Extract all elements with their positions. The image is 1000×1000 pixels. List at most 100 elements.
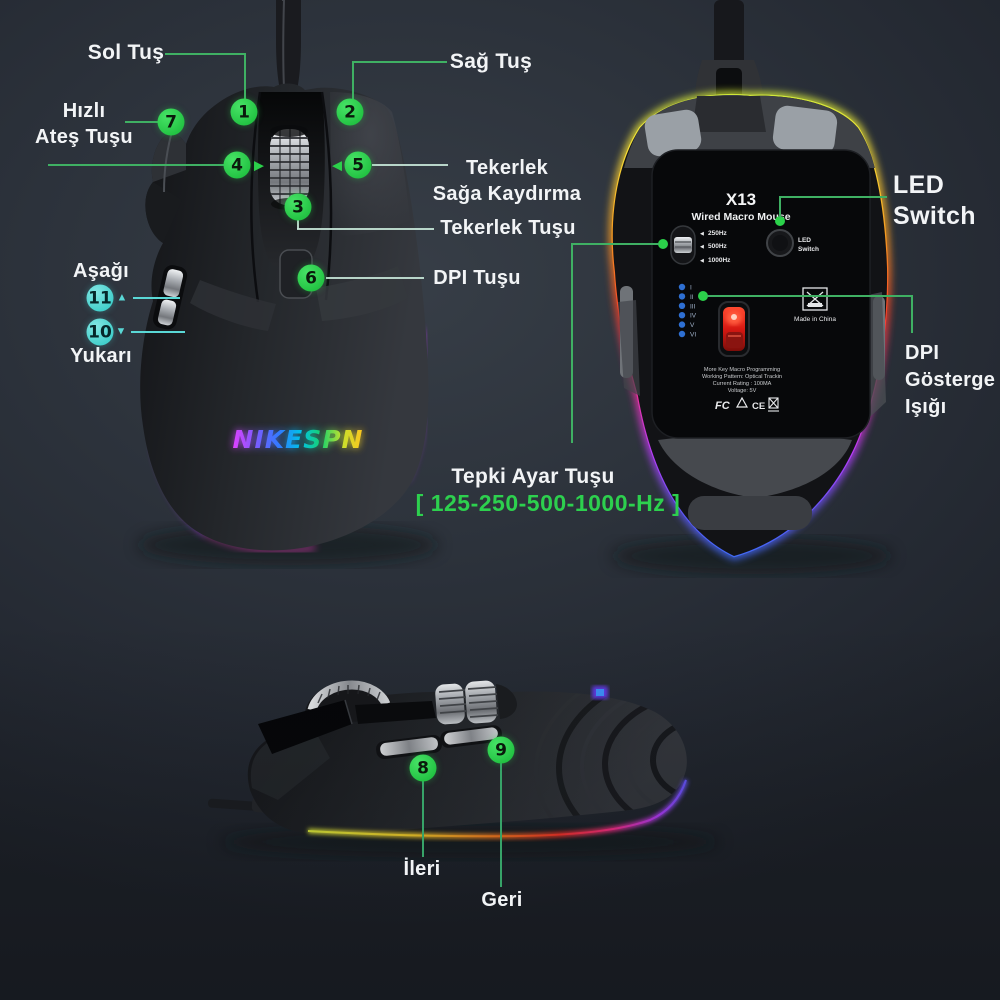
label-led-switch: LED Switch — [893, 171, 976, 230]
svg-text:500Hz: 500Hz — [708, 243, 728, 250]
arrow-left-icon: ◀ — [700, 231, 704, 237]
label-tekerlek-tusu: Tekerlek Tuşu — [440, 217, 576, 239]
led-callout-dot — [775, 216, 785, 226]
top-plate-mid — [355, 701, 436, 724]
led-switch-device-label: LED Switch — [798, 237, 819, 253]
arrow-left-icon: ◀ — [332, 157, 342, 173]
svg-text:More Key Macro Programming: More Key Macro Programming — [704, 367, 780, 373]
bottom-view-mouse: X13 Wired Macro Mouse ◀ 250Hz ◀ 500Hz ◀ … — [609, 0, 891, 560]
model-subtitle: Wired Macro Mouse — [691, 211, 790, 223]
thumb-wheel — [435, 680, 517, 725]
leader-line-polling — [571, 243, 573, 443]
leader-line-polling — [571, 243, 659, 245]
optical-sensor — [718, 301, 750, 357]
callout-6-dpi-button: 6 — [297, 264, 325, 292]
label-dpi-gosterge-isigi: DPI Gösterge Işığı — [905, 342, 996, 418]
label-plate — [651, 149, 871, 439]
svg-text:II: II — [690, 294, 694, 301]
dpi-callout-dot — [698, 291, 708, 301]
top-plate-front — [258, 700, 352, 754]
leader-line-geri — [500, 763, 502, 887]
svg-text:NIKESPN: NIKESPN — [233, 425, 364, 454]
svg-text:I: I — [690, 285, 692, 292]
label-geri: Geri — [481, 889, 523, 911]
leader-line-dpi-light — [911, 295, 913, 333]
svg-text:1000Hz: 1000Hz — [708, 257, 731, 264]
bottom-mouse-shadow — [612, 538, 892, 574]
arrow-right-icon: ▶ — [254, 157, 264, 173]
arrow-down-icon: ▼ — [115, 325, 127, 338]
leader-line-dpi-light — [707, 295, 913, 297]
leader-line-sol-tus — [165, 53, 245, 55]
left-wing-lower — [145, 182, 182, 243]
leader-line-tekerlek-tusu — [297, 228, 434, 230]
cable-highlight — [282, 0, 286, 89]
arrow-left-icon: ◀ — [700, 244, 704, 250]
svg-text:Working Pattern: Optical Track: Working Pattern: Optical Trackin — [702, 374, 782, 380]
svg-text:NIKESPN: NIKESPN — [233, 425, 364, 454]
grip-left — [618, 300, 640, 396]
forward-back-buttons — [376, 725, 502, 760]
svg-text:V: V — [690, 322, 695, 329]
callout-8-forward: 8 — [409, 754, 437, 782]
leader-line-led-switch — [779, 196, 887, 198]
callout-11-down: 11 — [86, 284, 114, 312]
callout-1-left-button: 1 — [230, 98, 258, 126]
label-sol-tus: Sol Tuş — [87, 41, 165, 64]
made-in-text: Made in China — [794, 316, 836, 323]
leader-line-tekerlek-tusu — [297, 219, 299, 229]
spec-text: More Key Macro Programming Working Patte… — [702, 367, 782, 394]
mouse-body — [247, 691, 687, 834]
arrow-left-icon: ◀ — [700, 258, 704, 264]
leader-line-tekerlek-saga — [372, 164, 448, 166]
callout-5-wheel-right: 5 — [344, 151, 372, 179]
label-hizli-ates-tusu: Hızlı Ateş Tuşu — [35, 100, 133, 148]
callout-9-back: 9 — [487, 736, 515, 764]
label-tepki-ayar-tusu: Tepki Ayar Tuşu — [451, 465, 615, 488]
maker-logo — [802, 287, 828, 311]
rgb-strip-core — [307, 779, 687, 838]
leader-line-led-switch — [779, 196, 781, 218]
polling-callout-dot — [658, 239, 668, 249]
ce-mark: CE — [752, 401, 765, 412]
front-view-mouse: NIKESPN NIKESPN — [140, 0, 429, 553]
callout-10-up: 10 — [86, 318, 114, 346]
svg-text:Current Rating : 100MA: Current Rating : 100MA — [713, 381, 772, 387]
brand-logo: NIKESPN NIKESPN — [233, 425, 364, 454]
leader-line-yukari — [131, 331, 185, 333]
plate-seam — [344, 699, 353, 725]
svg-text:Switch: Switch — [798, 246, 819, 253]
left-wing-upper — [151, 133, 186, 182]
leader-line-sag-tus — [352, 61, 447, 63]
svg-text:Voltage: 5V: Voltage: 5V — [728, 388, 757, 394]
button-seam-left — [250, 91, 262, 303]
bottom-foot — [658, 434, 852, 498]
rear-rgb-logo — [592, 686, 608, 699]
button-seam-right — [320, 91, 333, 301]
grip-waves — [534, 691, 687, 834]
gloss-band-left — [190, 280, 276, 331]
callout-7-fire-button: 7 — [157, 108, 185, 136]
svg-text:IV: IV — [690, 313, 697, 320]
recycle-icon — [735, 396, 749, 408]
leader-line-sol-tus — [244, 53, 246, 100]
svg-text:III: III — [690, 303, 696, 310]
callout-2-right-button: 2 — [336, 98, 364, 126]
svg-text:VI: VI — [690, 332, 696, 339]
svg-text:LED: LED — [798, 237, 811, 244]
tail-foot — [688, 496, 812, 530]
label-ileri: İleri — [403, 858, 441, 880]
leader-line-dpi-tusu — [326, 277, 424, 279]
dpi-indicator-lights: I II III IV V VI — [678, 283, 697, 339]
mouse-cable — [276, 0, 301, 90]
model-name: X13 — [726, 190, 756, 209]
leader-line-ileri — [422, 781, 424, 857]
leader-line-hizli-ates — [125, 121, 158, 123]
label-yukari: Yukarı — [70, 345, 132, 367]
mouse-cable — [714, 0, 744, 72]
callout-4-wheel-left: 4 — [223, 151, 251, 179]
side-view-mouse — [208, 680, 689, 839]
label-asagi: Aşağı — [73, 260, 129, 282]
fcc-mark: FC — [715, 400, 731, 412]
label-tekerlek-saga-kaydirma: Tekerlek Sağa Kaydırma — [432, 157, 582, 205]
